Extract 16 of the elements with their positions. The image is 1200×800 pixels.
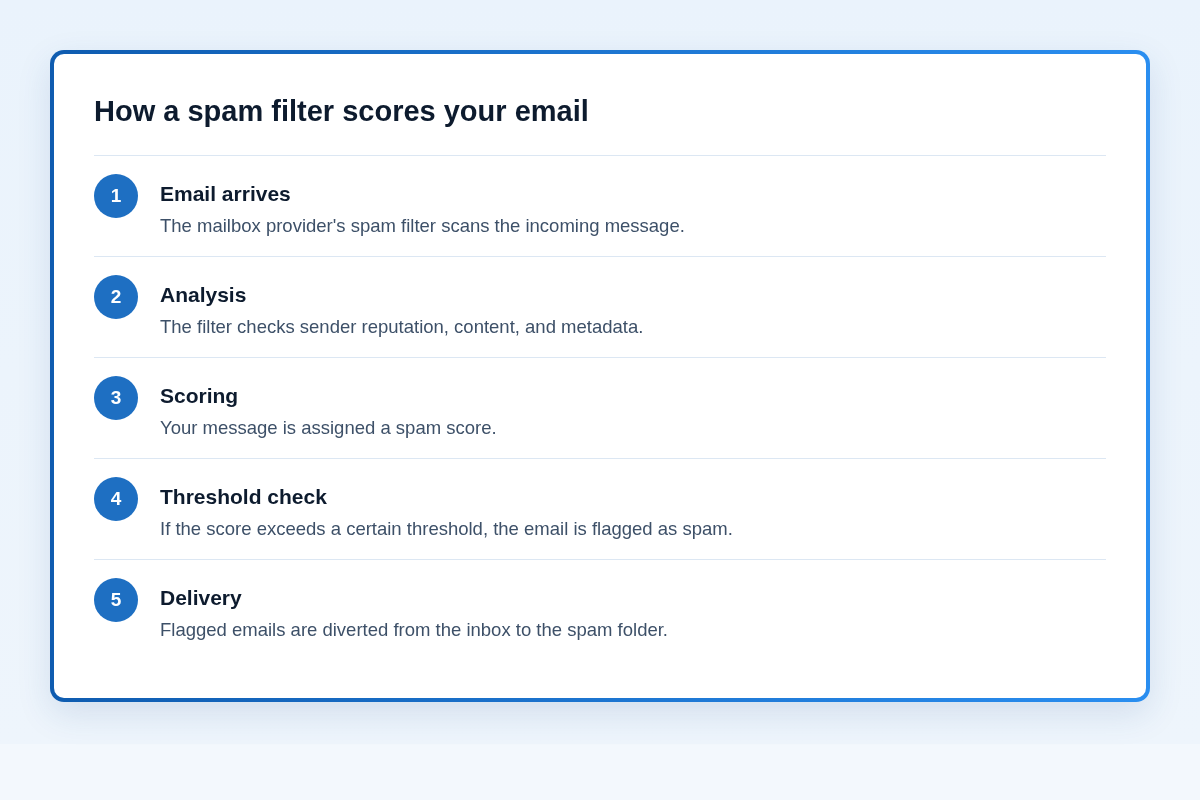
- step-description: The mailbox provider's spam filter scans the incoming message.: [160, 214, 685, 238]
- step-number-badge: 4: [94, 477, 138, 521]
- step-description: If the score exceeds a certain threshold, the email is flagged as spam.: [160, 517, 733, 541]
- title: How a spam filter scores your email: [94, 94, 589, 129]
- step-number-badge: 2: [94, 275, 138, 319]
- step-heading: Scoring: [160, 383, 239, 409]
- step-heading: Threshold check: [160, 484, 327, 510]
- step-number-badge: 3: [94, 376, 138, 420]
- step-heading: Delivery: [160, 585, 242, 611]
- step-heading: Analysis: [160, 282, 247, 308]
- step-number-badge: 1: [94, 174, 138, 218]
- step-heading: Email arrives: [160, 181, 291, 207]
- step-description: Flagged emails are diverted from the inbox to the spam folder.: [160, 618, 668, 642]
- step-description: Your message is assigned a spam score.: [160, 416, 497, 440]
- step-number-badge: 5: [94, 578, 138, 622]
- step-description: The filter checks sender reputation, content, and metadata.: [160, 315, 644, 339]
